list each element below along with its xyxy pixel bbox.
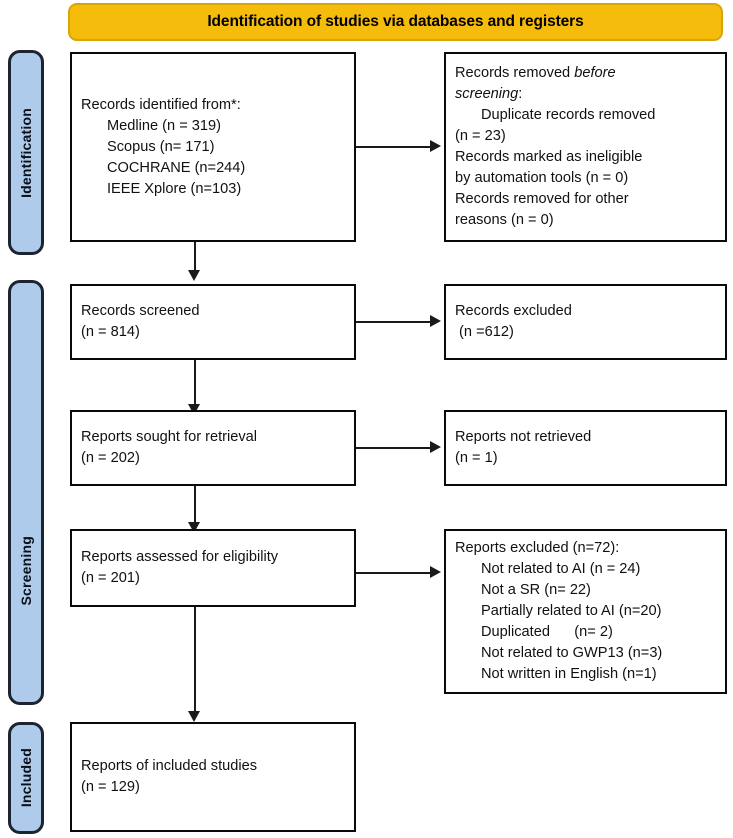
arrowhead-identified-to-screened: [188, 270, 200, 281]
box-line: (n = 1): [455, 450, 498, 466]
arrowhead-screened-to-excluded: [430, 315, 441, 327]
box-line: Not written in English (n=1): [481, 666, 657, 682]
box-reports-sought-for-retrieval: Reports sought for retrieval (n = 202): [70, 410, 356, 486]
box-line: Reports sought for retrieval: [81, 429, 258, 445]
box-line: Reports assessed for eligibility: [81, 549, 279, 565]
box-line: Records screened: [81, 303, 200, 319]
arrowhead-sought-to-assessed: [188, 522, 200, 533]
box-line: Records marked as ineligible: [455, 149, 643, 165]
stage-label-screening: Screening: [18, 535, 34, 606]
connector-sought-to-not-retrieved: [356, 447, 430, 449]
stage-label-identification: Identification: [18, 107, 34, 198]
connector-assessed-to-included: [194, 607, 196, 713]
stage-rail-included: Included: [8, 722, 44, 834]
box-records-removed-before-screening: Records removed before screening: Duplic…: [444, 52, 727, 242]
box-reports-not-retrieved: Reports not retrieved (n = 1): [444, 410, 727, 486]
box-line: IEEE Xplore (n=103): [107, 180, 242, 197]
diagram-header-banner: Identification of studies via databases …: [68, 3, 723, 41]
box-line: Medline (n = 319): [107, 117, 221, 134]
box-line: (n =612): [455, 324, 514, 340]
box-line: (n = 23): [455, 128, 506, 144]
arrowhead-screened-to-sought: [188, 404, 200, 415]
box-records-screened: Records screened (n = 814): [70, 284, 356, 360]
box-line: Not related to GWP13 (n=3): [481, 645, 663, 661]
box-line: Scopus (n= 171): [107, 138, 215, 155]
box-line: (n = 201): [81, 570, 140, 586]
box-line-text: Records removed: [455, 65, 575, 81]
stage-label-included: Included: [18, 748, 34, 808]
connector-screened-to-excluded: [356, 321, 430, 323]
box-line: Records identified from*:: [81, 96, 241, 113]
connector-sought-to-assessed: [194, 486, 196, 524]
box-line-text: :: [518, 86, 523, 102]
box-line: (n = 202): [81, 450, 140, 466]
box-line-emphasis: screening: [455, 86, 519, 102]
connector-screened-to-sought: [194, 360, 196, 406]
box-records-identified: Records identified from*: Medline (n = 3…: [70, 52, 356, 242]
box-line: reasons (n = 0): [455, 212, 554, 228]
box-line: Records excluded: [455, 303, 572, 319]
box-line: screening:: [455, 84, 716, 105]
box-reports-excluded-with-reasons: Reports excluded (n=72): Not related to …: [444, 529, 727, 694]
connector-assessed-to-excluded: [356, 572, 430, 574]
box-line: Reports excluded (n=72):: [455, 540, 620, 556]
arrowhead-sought-to-not-retrieved: [430, 441, 441, 453]
box-line: Duplicate records removed: [481, 107, 656, 123]
connector-identified-to-screened: [194, 242, 196, 272]
box-reports-of-included-studies: Reports of included studies (n = 129): [70, 722, 356, 832]
box-line: (n = 814): [81, 324, 140, 340]
banner-title: Identification of studies via databases …: [207, 13, 584, 30]
box-line: Not related to AI (n = 24): [481, 561, 641, 577]
box-line: by automation tools (n = 0): [455, 170, 629, 186]
arrowhead-assessed-to-excluded: [430, 566, 441, 578]
box-line: Partially related to AI (n=20): [481, 603, 662, 619]
box-line: Reports of included studies: [81, 758, 258, 774]
box-line: Not a SR (n= 22): [481, 582, 591, 598]
arrowhead-assessed-to-included: [188, 711, 200, 722]
stage-rail-screening: Screening: [8, 280, 44, 705]
box-reports-assessed-for-eligibility: Reports assessed for eligibility (n = 20…: [70, 529, 356, 607]
box-line: Records removed for other: [455, 191, 629, 207]
box-records-excluded: Records excluded (n =612): [444, 284, 727, 360]
stage-rail-identification: Identification: [8, 50, 44, 255]
connector-identified-to-removed: [356, 146, 430, 148]
box-line: Records removed before: [455, 63, 716, 84]
box-line: (n = 129): [81, 779, 140, 795]
arrowhead-identified-to-removed: [430, 140, 441, 152]
box-line-emphasis: before: [574, 65, 616, 81]
box-line: COCHRANE (n=244): [107, 159, 246, 176]
box-line: Duplicated (n= 2): [481, 624, 613, 640]
box-line: Reports not retrieved: [455, 429, 592, 445]
